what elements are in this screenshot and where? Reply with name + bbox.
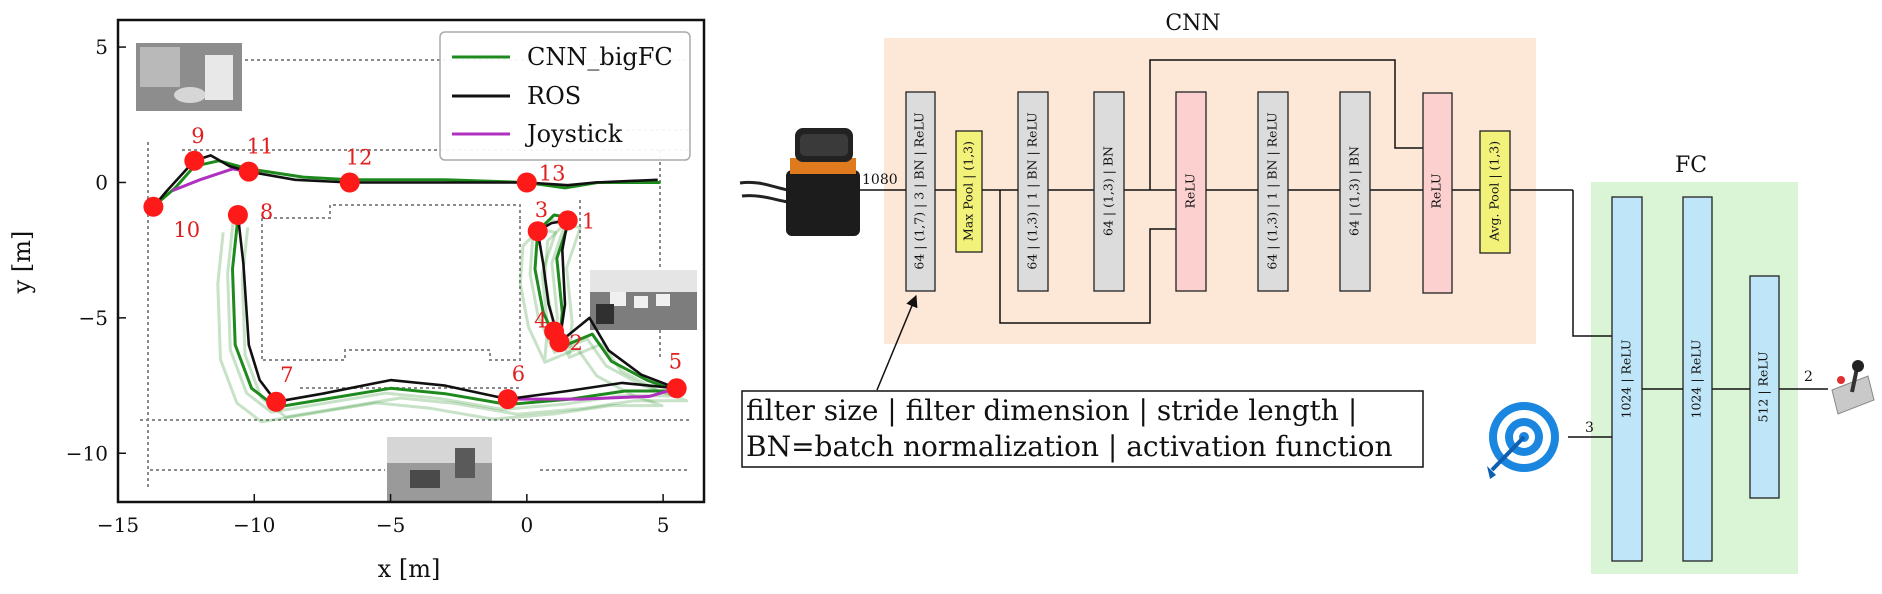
fc-layer-2: 1024 | ReLU bbox=[1682, 196, 1713, 562]
waypoint-marker-3 bbox=[527, 221, 548, 242]
waypoint-label-12: 12 bbox=[346, 146, 373, 170]
cnn-layer-3-label: 64 | (1,3) | BN bbox=[1101, 146, 1116, 236]
lidar-sensor-icon bbox=[739, 128, 860, 236]
fc-layer-1-label: 1024 | ReLU bbox=[1619, 340, 1634, 419]
joystick-trajectory-bottom bbox=[507, 386, 678, 401]
waypoint-marker-1 bbox=[557, 210, 578, 231]
waypoint-marker-12 bbox=[339, 172, 360, 193]
legend-label-joystick: Joystick bbox=[524, 120, 623, 148]
waypoint-marker-11 bbox=[238, 161, 259, 182]
cnn-layer-relu-1: ReLU bbox=[1175, 91, 1207, 292]
waypoint-label-2: 2 bbox=[570, 331, 583, 355]
waypoint-marker-9 bbox=[184, 150, 205, 171]
y-tick-label: −10 bbox=[66, 441, 108, 465]
y-axis-label: y [m] bbox=[8, 231, 36, 295]
waypoint-marker-6 bbox=[497, 389, 518, 410]
x-tick-label: −15 bbox=[97, 513, 139, 537]
waypoint-label-10: 10 bbox=[173, 218, 200, 242]
inset-photo-top-left bbox=[136, 43, 242, 111]
waypoint-marker-10 bbox=[143, 196, 164, 217]
cnn-layer-2: 64 | (1,3) | 1 | BN | ReLU bbox=[1017, 91, 1049, 292]
fc-layer-1: 1024 | ReLU bbox=[1611, 196, 1643, 562]
cnn-layer-avgpool-label: Avg. Pool | (1,3) bbox=[1487, 141, 1502, 242]
layer-format-legend-line-1: filter size | filter dimension | stride … bbox=[746, 394, 1357, 427]
y-tick-label: −5 bbox=[79, 306, 108, 330]
legend-label-ros: ROS bbox=[527, 82, 581, 110]
x-tick-label: 5 bbox=[657, 513, 670, 537]
connections bbox=[860, 59, 1828, 438]
waypoint-label-1: 1 bbox=[582, 209, 595, 233]
cnn-layer-relu-1-label: ReLU bbox=[1183, 174, 1198, 209]
cnn-layer-relu-2: ReLU bbox=[1422, 92, 1453, 294]
cnn-layer-maxpool-label: Max Pool | (1,3) bbox=[961, 141, 976, 241]
waypoint-marker-4 bbox=[544, 321, 565, 342]
fc-layer-3-label: 512 | ReLU bbox=[1756, 352, 1771, 423]
waypoint-label-13: 13 bbox=[539, 162, 566, 186]
cnn-layer-1: 64 | (1,7) | 3 | BN | ReLU bbox=[905, 91, 936, 292]
cnn-layer-relu-2-label: ReLU bbox=[1429, 174, 1444, 209]
cnn-layer-avgpool: Avg. Pool | (1,3) bbox=[1479, 130, 1511, 254]
waypoint-label-7: 7 bbox=[280, 363, 293, 387]
cnn-layer-2-label: 64 | (1,3) | 1 | BN | ReLU bbox=[1025, 112, 1040, 269]
fc-layer-3: 512 | ReLU bbox=[1749, 275, 1780, 499]
waypoint-label-11: 11 bbox=[247, 135, 274, 159]
legend-box bbox=[439, 31, 691, 161]
x-tick-label: 0 bbox=[520, 513, 533, 537]
waypoint-label-5: 5 bbox=[669, 349, 682, 373]
plot-frame bbox=[116, 18, 706, 504]
axis-ticks: −15 −10 −5 0 5 5 0 −5 −10 bbox=[66, 35, 670, 537]
cnn-layer-maxpool: Max Pool | (1,3) bbox=[955, 130, 983, 253]
inset-photo-bottom bbox=[387, 437, 492, 502]
waypoint-label-3: 3 bbox=[535, 198, 548, 222]
x-axis-label: x [m] bbox=[378, 555, 441, 583]
goal-size-label: 3 bbox=[1585, 420, 1594, 436]
waypoint-marker-5 bbox=[666, 378, 687, 399]
input-size-label: 1080 bbox=[862, 172, 898, 188]
inset-photo-right bbox=[590, 270, 697, 330]
target-goal-icon bbox=[1487, 402, 1559, 479]
cnn-title: CNN bbox=[1165, 11, 1220, 36]
waypoint-label-9: 9 bbox=[191, 124, 204, 148]
legend: CNN_bigFC ROS Joystick bbox=[439, 31, 691, 161]
fc-layer-2-label: 1024 | ReLU bbox=[1689, 340, 1704, 419]
layer-format-legend-box bbox=[741, 390, 1424, 468]
x-tick-label: −10 bbox=[233, 513, 275, 537]
fc-title: FC bbox=[1675, 153, 1707, 178]
cnn-layer-3: 64 | (1,3) | BN bbox=[1093, 91, 1125, 292]
layer-format-legend-line-2: BN=batch normalization | activation func… bbox=[746, 430, 1393, 463]
legend-pointer-arrow bbox=[876, 294, 918, 391]
x-tick-label: −5 bbox=[376, 513, 405, 537]
legend-label-cnn: CNN_bigFC bbox=[527, 43, 673, 71]
waypoint-label-8: 8 bbox=[260, 200, 273, 224]
waypoint-label-4: 4 bbox=[534, 308, 547, 332]
joystick-output-icon bbox=[1831, 360, 1875, 415]
waypoint-marker-7 bbox=[266, 391, 287, 412]
waypoint-marker-8 bbox=[227, 205, 248, 225]
waypoint-marker-13 bbox=[516, 172, 537, 193]
network-diagram: CNN FC bbox=[739, 11, 1875, 574]
cnn-layer-5-label: 64 | (1,3) | BN bbox=[1347, 146, 1362, 236]
cnn-layer-4: 64 | (1,3) | 1 | BN | ReLU bbox=[1257, 91, 1289, 292]
cnn-layer-4-label: 64 | (1,3) | 1 | BN | ReLU bbox=[1265, 112, 1280, 269]
cnn-layer-5: 64 | (1,3) | BN bbox=[1339, 91, 1371, 292]
output-size-label: 2 bbox=[1804, 369, 1813, 385]
cnn-layer-1-label: 64 | (1,7) | 3 | BN | ReLU bbox=[912, 112, 927, 269]
y-tick-label: 5 bbox=[95, 35, 108, 59]
waypoint-label-6: 6 bbox=[512, 362, 525, 386]
y-tick-label: 0 bbox=[95, 170, 108, 194]
